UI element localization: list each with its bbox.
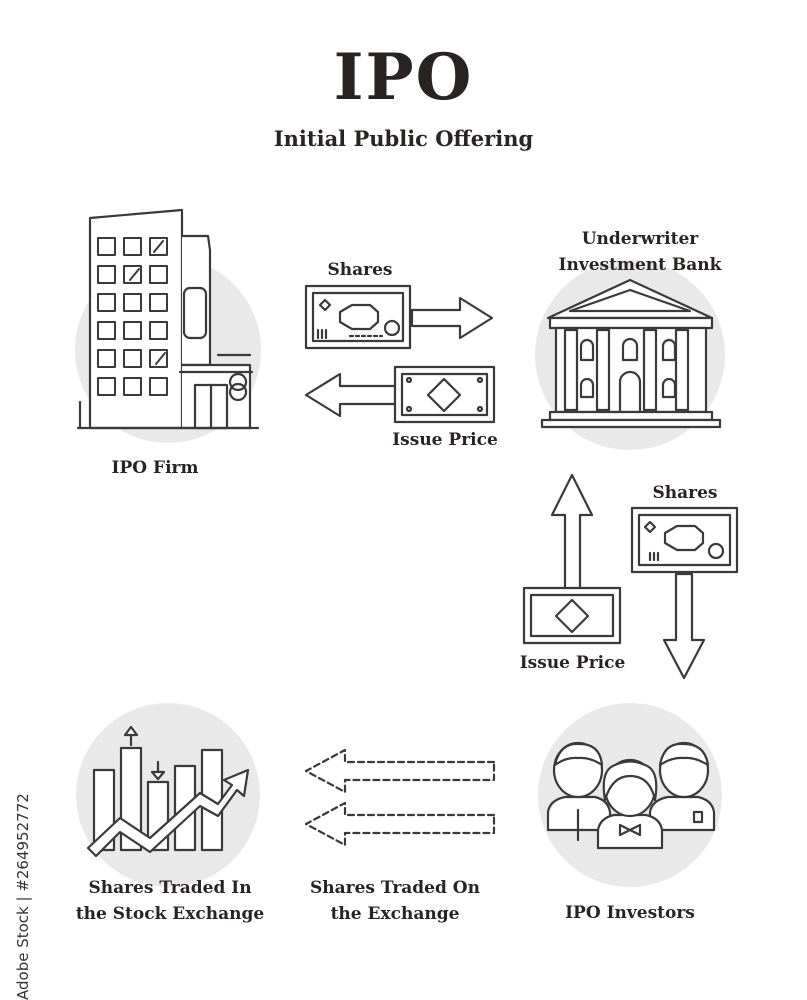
shares-label-top: Shares: [327, 260, 393, 280]
arrow-up-icon: [550, 473, 594, 592]
arrow-left-icon: [304, 372, 397, 418]
arrow-down-icon: [662, 572, 706, 680]
diagram-title: IPO: [333, 40, 474, 115]
issue-price-label-top: Issue Price: [392, 430, 498, 450]
building-windows: [97, 237, 168, 396]
ipo-firm-label: IPO Firm: [111, 458, 199, 478]
office-building-icon: [76, 208, 260, 430]
shares-certificate-icon-right: [630, 506, 739, 574]
stock-exchange-label-line-1: Shares Traded In: [88, 878, 252, 898]
underwriter-label-line-1: Underwriter: [581, 229, 699, 249]
arrow-right-icon: [410, 296, 494, 340]
stock-growth-chart-icon: [86, 725, 250, 858]
bank-building-icon: [540, 278, 722, 429]
stock-exchange-label: Shares Traded In the Stock Exchange: [50, 875, 290, 927]
underwriter-label: Underwriter Investment Bank: [540, 226, 740, 278]
stock-watermark: Adobe Stock | #264952772: [14, 793, 32, 1000]
shares-certificate-icon: [304, 284, 412, 350]
traded-on-exchange-label: Shares Traded On the Exchange: [290, 875, 500, 927]
stock-exchange-label-line-2: the Stock Exchange: [75, 904, 265, 924]
cash-bill-icon: [393, 365, 496, 424]
issue-price-label-right: Issue Price: [519, 653, 626, 673]
underwriter-label-line-2: Investment Bank: [558, 255, 722, 275]
diagram-subtitle: Initial Public Offering: [273, 126, 534, 151]
investors-group-icon: [546, 741, 716, 850]
shares-label-right: Shares: [652, 483, 718, 503]
cash-bill-icon-right: [522, 586, 622, 645]
traded-on-exchange-label-line-2: the Exchange: [330, 904, 460, 924]
dashed-arrows-icon: [304, 748, 496, 847]
ipo-investors-label: IPO Investors: [565, 903, 695, 923]
traded-on-exchange-label-line-1: Shares Traded On: [310, 878, 480, 898]
